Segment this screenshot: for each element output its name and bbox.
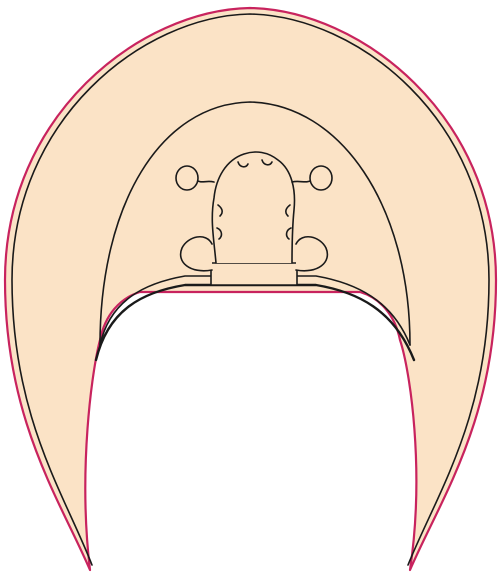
right-oval: [310, 166, 332, 190]
floor-arc-lower: [96, 285, 414, 360]
outer-body: [5, 8, 496, 570]
base-rectangle: [211, 263, 297, 285]
central-bump: [212, 152, 294, 263]
left-oval: [176, 166, 198, 190]
